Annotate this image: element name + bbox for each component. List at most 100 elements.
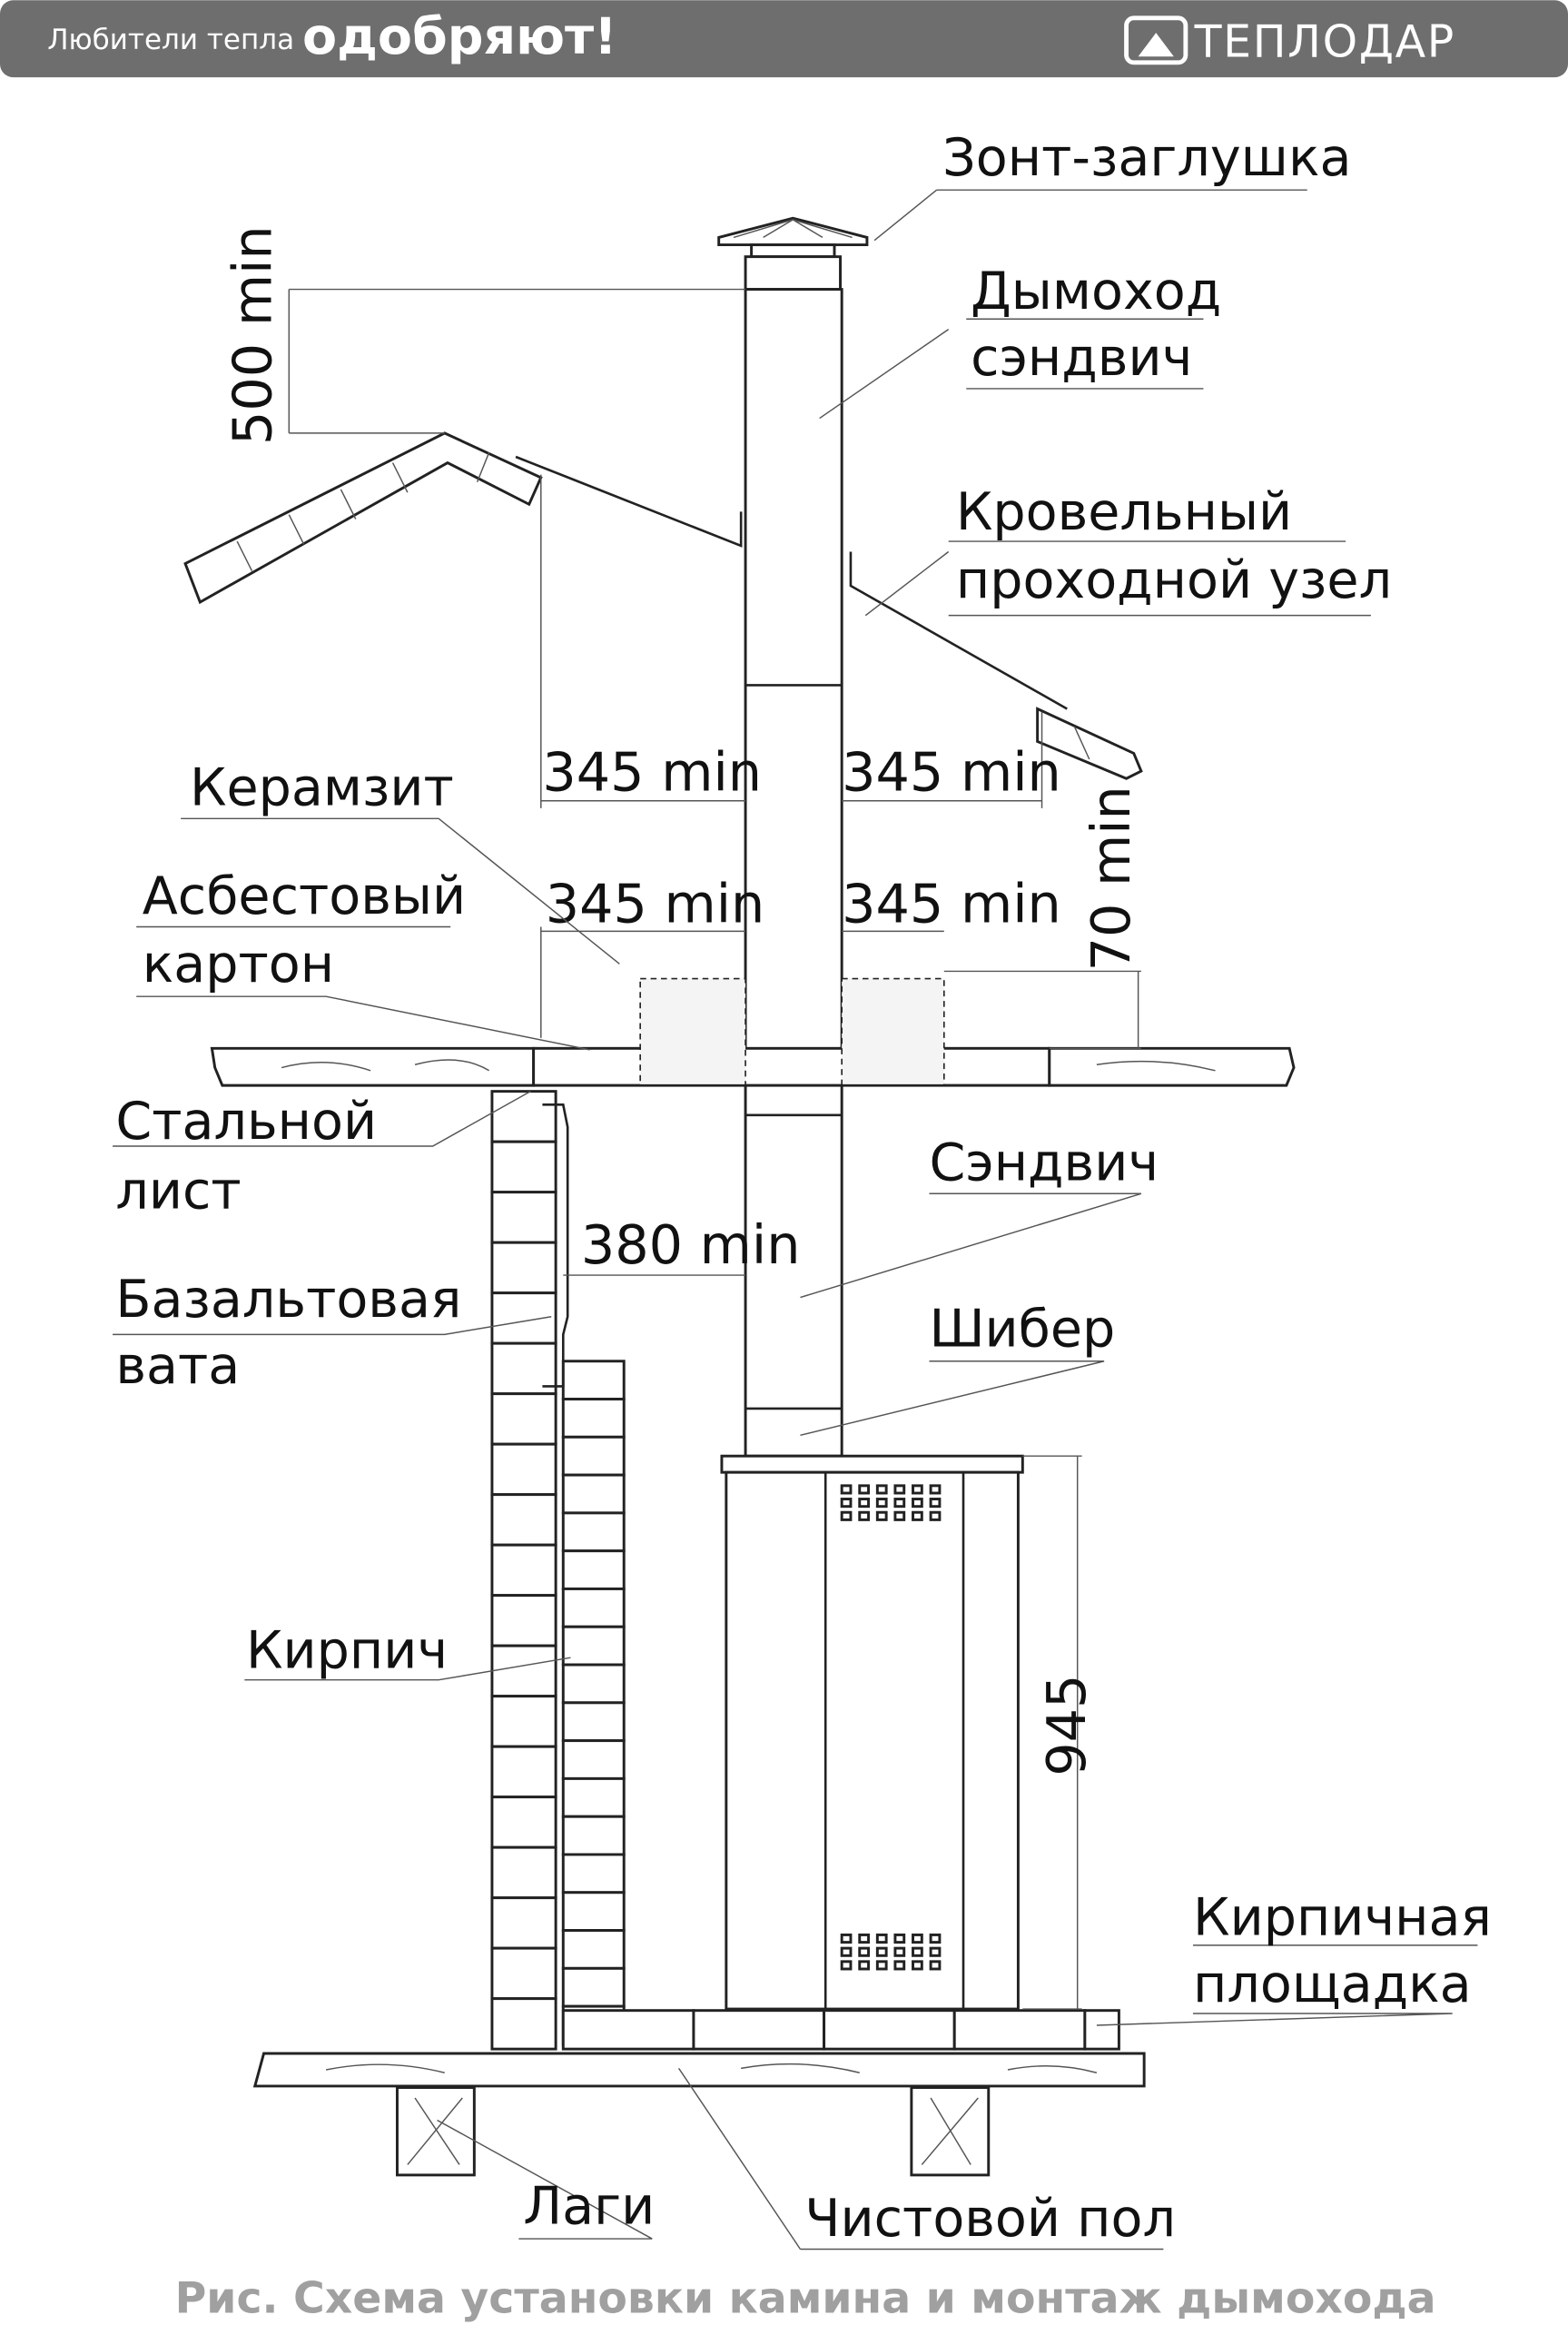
vent-slot — [893, 1960, 906, 1971]
vent-slot — [840, 1933, 853, 1944]
vent-slot — [840, 1498, 853, 1509]
brick — [561, 1853, 626, 1895]
label-keramzit: Керамзит — [190, 758, 454, 818]
vent-slot — [858, 1484, 871, 1495]
callouts — [113, 189, 1478, 2251]
label-steel-2: лист — [115, 1162, 241, 1222]
label-damper: Шибер — [929, 1299, 1115, 1359]
vent-slot — [912, 1933, 923, 1944]
platform-brick — [823, 2009, 956, 2051]
brick — [561, 1473, 626, 1515]
vent-slot — [893, 1498, 906, 1509]
vent-slot — [912, 1484, 923, 1495]
label-asbestos-2: картон — [143, 935, 334, 994]
vent-slot — [912, 1946, 923, 1957]
vent-slot — [929, 1484, 942, 1495]
ceiling — [210, 977, 1296, 1087]
brick — [561, 1398, 626, 1439]
brick-wall — [490, 1090, 1120, 2051]
brick — [490, 1140, 557, 1194]
brick — [490, 1745, 557, 1799]
brick — [561, 1966, 626, 2008]
brick — [490, 1644, 557, 1698]
brick — [490, 1594, 557, 1647]
label-basalt-2: вата — [115, 1336, 240, 1396]
slogan-small: Любители тепла — [47, 24, 294, 56]
vent-slot — [875, 1510, 888, 1521]
brick — [561, 1549, 626, 1590]
brick — [490, 1796, 557, 1849]
brick — [561, 1587, 626, 1628]
vent-slot — [875, 1484, 888, 1495]
vent-slot — [840, 1946, 853, 1957]
label-chimney-1: Дымоход — [971, 262, 1221, 322]
brick — [490, 1191, 557, 1244]
keramzit-right — [841, 977, 945, 1086]
vent-slot — [893, 1933, 906, 1944]
label-roof-node-2: проходной узел — [956, 550, 1392, 610]
brick — [490, 1241, 557, 1295]
vent-slot — [858, 1933, 871, 1944]
vent-slot — [840, 1484, 853, 1495]
vent-slot — [912, 1960, 923, 1971]
chimney-pipe — [744, 288, 843, 1458]
vent-slot — [840, 1960, 853, 1971]
brick — [490, 1997, 557, 2051]
label-roof-node-1: Кровельный — [956, 482, 1292, 542]
vent-slot — [840, 1510, 853, 1521]
finish-floor — [252, 2052, 1146, 2177]
vent-slot — [912, 1510, 923, 1521]
vent-slot — [893, 1946, 906, 1957]
brand-logo-icon — [1124, 15, 1188, 65]
figure-caption: Рис. Схема установки камина и монтаж дым… — [175, 2274, 1436, 2324]
brick — [561, 1891, 626, 1933]
brick — [561, 1360, 626, 1400]
platform-brick — [561, 2009, 695, 2051]
dimension-lines — [288, 288, 1141, 2010]
label-floor: Чистовой пол — [804, 2189, 1176, 2249]
brick — [561, 1625, 626, 1667]
vent-slot — [858, 1960, 871, 1971]
label-basalt-1: Базальтовая — [115, 1270, 461, 1330]
brick — [490, 1493, 557, 1547]
label-sandwich: Сэндвич — [929, 1133, 1159, 1193]
dim-ceiling-right: 345 min — [842, 873, 1061, 935]
brick — [561, 1929, 626, 1970]
chimney-cap — [717, 216, 869, 292]
vent-slot — [912, 1498, 923, 1509]
brick — [490, 1543, 557, 1598]
vent-slot — [929, 1510, 942, 1521]
label-chimney-2: сэндвич — [971, 328, 1192, 388]
brick — [561, 1435, 626, 1477]
label-platform-2: площадка — [1193, 1954, 1472, 2014]
brick — [490, 1695, 557, 1748]
label-platform-1: Кирпичная — [1193, 1887, 1492, 1947]
vent-slot — [875, 1498, 888, 1509]
brick — [490, 1090, 557, 1143]
label-brick: Кирпич — [246, 1621, 448, 1681]
vent-slot — [875, 1946, 888, 1957]
vent-slot — [893, 1484, 906, 1495]
dim-wall-gap: 380 min — [581, 1213, 801, 1276]
label-asbestos-1: Асбестовый — [143, 866, 466, 926]
brick — [561, 1739, 626, 1780]
brand-name: ТЕПЛОДАР — [1194, 15, 1455, 67]
brick — [490, 1845, 557, 1900]
brick — [561, 1701, 626, 1743]
vent-slot — [858, 1498, 871, 1509]
vent-slot — [929, 1933, 942, 1944]
fireplace-stove — [720, 1454, 1024, 2011]
dim-keramzit-height: 70 min — [1080, 786, 1142, 971]
vent-slot — [875, 1960, 888, 1971]
brick — [561, 1815, 626, 1856]
brick — [490, 1946, 557, 2001]
keramzit-left — [639, 977, 746, 1086]
vent-slot — [858, 1946, 871, 1957]
label-steel-1: Стальной — [115, 1092, 377, 1152]
vent-slot — [929, 1960, 942, 1971]
brick — [490, 1896, 557, 1950]
steel-sheet — [542, 1103, 569, 1388]
platform-brick — [952, 2009, 1087, 2051]
brick — [561, 1776, 626, 1818]
slogan-big: одобряют! — [302, 7, 617, 66]
